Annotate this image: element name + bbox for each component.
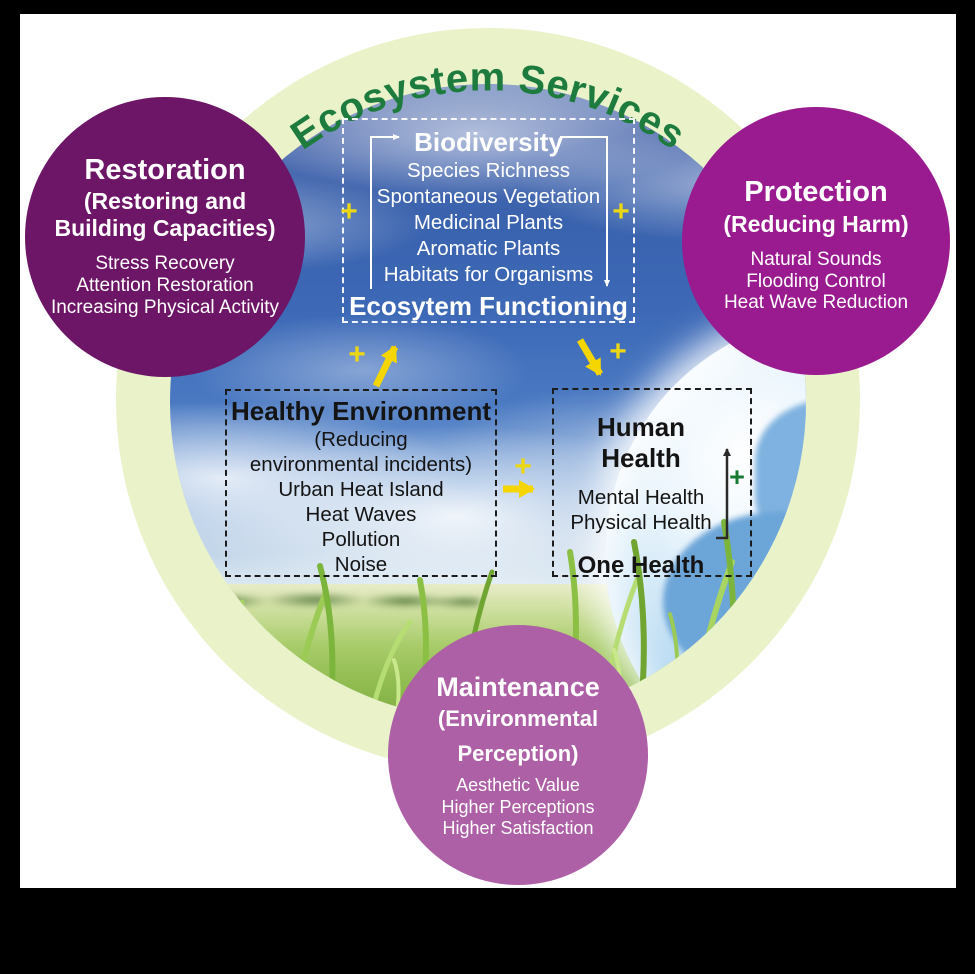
plus-functioning-to-humanhealth: + xyxy=(609,335,627,368)
maintenance-subtitle: Perception) xyxy=(457,741,579,766)
biodiversity-item: Habitats for Organisms xyxy=(383,263,594,286)
healthy-environment-item: Heat Waves xyxy=(305,503,417,526)
maintenance-item: Higher Satisfaction xyxy=(442,818,594,838)
plus-one-health: + xyxy=(729,462,745,492)
plus-environment-to-humanhealth: + xyxy=(514,450,532,483)
protection-title: Protection xyxy=(744,176,888,208)
maintenance-title: Maintenance xyxy=(436,672,600,702)
grass-blades xyxy=(172,519,806,720)
protection-item: Flooding Control xyxy=(746,270,886,292)
maintenance-item: Higher Perceptions xyxy=(441,796,595,817)
human-health-title: Human Health xyxy=(596,412,686,473)
protection-circle: Protection (Reducing Harm) Natural Sound… xyxy=(682,107,950,375)
plus-biodiversity-left: + xyxy=(340,195,358,228)
human-health-box: Human Health Mental Health Physical Heal… xyxy=(552,388,752,579)
plus-biodiversity-right: + xyxy=(612,195,630,228)
restoration-item: Stress Recovery xyxy=(95,253,235,274)
ecosystem-functioning-label: Ecosytem Functioning xyxy=(349,291,628,321)
biodiversity-box: Biodiversity Species Richness Spontaneou… xyxy=(342,118,635,323)
healthy-environment-item: Noise xyxy=(334,553,388,576)
restoration-item: Increasing Physical Activity xyxy=(50,297,280,318)
healthy-environment-subtitle: environmental incidents) xyxy=(249,453,473,476)
biodiversity-title: Biodiversity xyxy=(414,127,563,157)
maintenance-subtitle: (Environmental xyxy=(437,706,599,731)
biodiversity-item: Aromatic Plants xyxy=(416,237,561,260)
one-health-label: One Health xyxy=(577,552,705,579)
restoration-title: Restoration xyxy=(84,154,246,186)
maintenance-item: Aesthetic Value xyxy=(456,775,580,795)
human-health-item: Mental Health xyxy=(577,486,705,509)
maintenance-circle: Maintenance (Environmental Perception) A… xyxy=(388,625,648,885)
restoration-circle: Restoration (Restoring and Building Capa… xyxy=(25,97,305,377)
biodiversity-item: Species Richness xyxy=(407,159,570,182)
healthy-environment-subtitle: (Reducing xyxy=(314,428,408,451)
plus-environment-to-functioning: + xyxy=(348,338,366,371)
biodiversity-item: Spontaneous Vegetation xyxy=(376,185,601,208)
healthy-environment-item: Pollution xyxy=(321,528,401,551)
protection-subtitle: (Reducing Harm) xyxy=(723,211,909,237)
biodiversity-item: Medicinal Plants xyxy=(413,211,564,234)
healthy-environment-item: Urban Heat Island xyxy=(278,478,444,501)
human-health-item: Physical Health xyxy=(570,511,712,534)
healthy-environment-box: Healthy Environment (Reducing environmen… xyxy=(225,389,497,577)
healthy-environment-title: Healthy Environment xyxy=(230,396,492,426)
restoration-subtitle: (Restoring and Building Capacities) xyxy=(54,188,276,241)
restoration-item: Attention Restoration xyxy=(76,275,254,296)
protection-item: Heat Wave Reduction xyxy=(723,292,909,313)
protection-item: Natural Sounds xyxy=(750,249,882,270)
